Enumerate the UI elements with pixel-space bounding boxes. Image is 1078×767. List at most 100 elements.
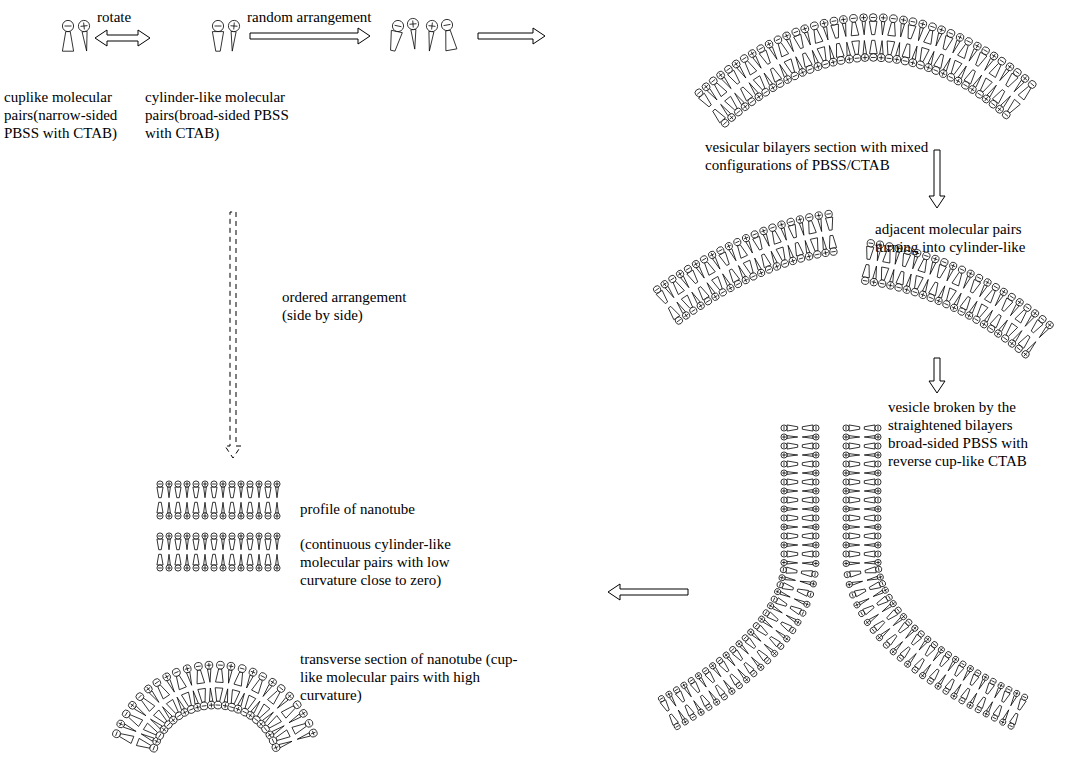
molecule-tail [917, 27, 924, 41]
molecule-head [776, 581, 784, 589]
molecule [781, 524, 798, 530]
molecule-tail [906, 274, 913, 287]
molecule [793, 596, 811, 608]
molecule-tail [258, 487, 261, 498]
charge-sign [1001, 289, 1007, 295]
charge-sign [984, 50, 988, 52]
molecule [296, 728, 318, 743]
charge-sign [816, 213, 821, 218]
molecule-head [777, 642, 786, 651]
molecule-head [229, 533, 235, 539]
charge-sign [409, 20, 416, 27]
molecule [1037, 320, 1055, 340]
charge-sign [784, 76, 790, 82]
molecule-head [162, 672, 172, 682]
molecule-head [304, 718, 314, 728]
molecule-head [781, 497, 787, 503]
charge-sign [254, 718, 258, 721]
charge-sign [830, 59, 836, 65]
molecule-tail [776, 247, 787, 261]
molecule-tail [821, 237, 826, 250]
molecule-tail [849, 454, 860, 457]
molecule-head [672, 686, 680, 694]
molecule [1020, 339, 1038, 359]
molecule-head [708, 661, 717, 670]
caption-label: adjacent molecular pairs turning into cy… [875, 220, 1063, 256]
charge-sign [846, 444, 847, 448]
molecule-head [267, 677, 278, 688]
molecule-head [885, 593, 893, 601]
molecule [781, 497, 798, 503]
molecule [924, 22, 938, 44]
molecule-head [193, 565, 199, 571]
charge-sign [65, 26, 72, 27]
charge-sign [723, 696, 726, 698]
molecule-head [875, 452, 881, 458]
charge-sign [272, 739, 274, 743]
charge-sign [736, 641, 741, 646]
charge-sign [782, 561, 786, 565]
charge-sign [778, 82, 782, 84]
hollow-arrow [250, 28, 370, 44]
molecule-head [166, 565, 172, 571]
charge-sign [216, 704, 221, 705]
molecule [220, 554, 226, 571]
charge-sign [951, 305, 957, 311]
molecule-head [875, 542, 881, 548]
charge-sign [994, 286, 998, 288]
charge-sign [116, 731, 118, 735]
charge-sign [876, 525, 880, 529]
molecule-tail [787, 425, 798, 431]
molecule-tail [934, 33, 942, 47]
charge-sign [814, 507, 818, 511]
molecule-tail [787, 443, 798, 449]
molecule-tail [62, 32, 73, 52]
molecule-tail [753, 56, 763, 69]
molecule-head [733, 279, 743, 289]
charge-sign [185, 514, 189, 518]
charge-sign [758, 665, 763, 670]
molecule-head [829, 248, 837, 256]
molecule [166, 533, 172, 550]
molecule-head [861, 54, 869, 62]
molecule-head [875, 434, 881, 440]
charge-sign [772, 651, 777, 656]
molecule-tail [864, 472, 875, 475]
molecule-tail [869, 613, 879, 622]
molecule-tail [772, 606, 783, 614]
molecule-head [699, 254, 709, 264]
molecule-head [134, 691, 145, 702]
molecule-head [166, 513, 172, 519]
charge-sign [814, 435, 818, 439]
molecule-head [974, 669, 982, 677]
molecule-tail [939, 674, 947, 684]
molecule-head [688, 306, 698, 316]
molecule-tail [929, 281, 940, 295]
molecule-tail [240, 487, 243, 498]
molecule-tail [849, 461, 860, 467]
charge-sign [250, 669, 256, 675]
charge-sign [814, 471, 818, 475]
molecule-head [211, 513, 217, 519]
molecule [843, 42, 854, 64]
molecule-tail [802, 515, 813, 521]
molecule-tail [787, 515, 798, 521]
molecule [781, 559, 798, 566]
molecule-tail [802, 436, 813, 439]
molecule [817, 47, 830, 69]
caption-label: ordered arrangement (side by side) [282, 288, 432, 324]
charge-sign [733, 61, 740, 68]
molecule-head [680, 681, 688, 689]
charge-sign [901, 614, 906, 619]
molecule-tail [168, 539, 171, 550]
molecule [183, 664, 196, 686]
molecule [864, 425, 881, 431]
molecule-tail [214, 688, 222, 702]
molecule-head [175, 533, 181, 539]
molecule-head [894, 283, 903, 292]
charge-sign [677, 271, 683, 277]
molecule [407, 18, 420, 50]
molecule-head [843, 533, 849, 539]
charge-sign [816, 516, 817, 520]
charge-sign [167, 723, 170, 726]
